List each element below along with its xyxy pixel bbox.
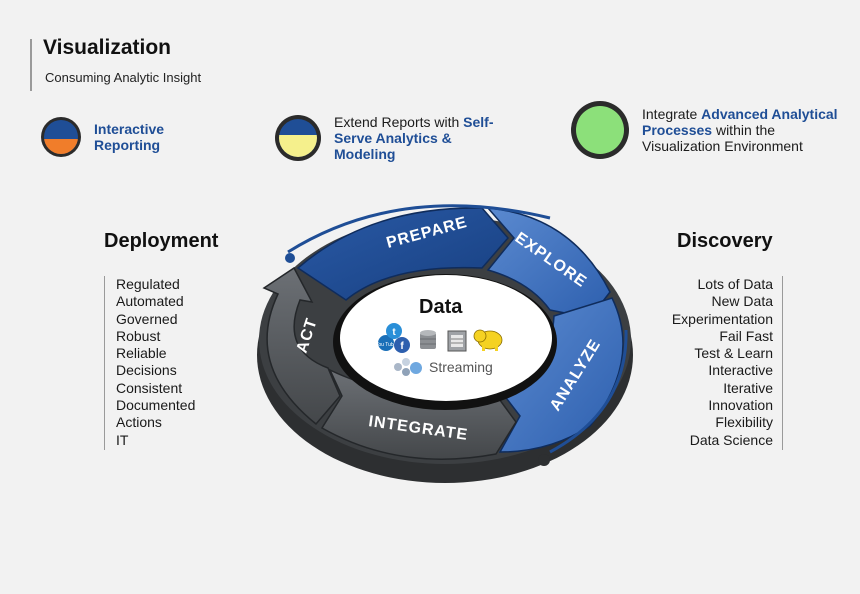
legend-item-advanced-analytics: Integrate Advanced Analytical Processes … [570,100,842,160]
list-item: Data Science [689,431,773,448]
youtube-icon [378,335,394,351]
database-icon [420,330,436,349]
social-media-icons: You Tube t f [376,323,410,353]
list-item: Innovation [708,397,773,414]
list-item: Decisions [116,362,177,379]
segment-act [262,266,341,426]
streaming-label: Streaming [429,359,493,375]
list-item: IT [116,431,129,448]
segment-prepare [296,207,509,301]
twitter-icon-label: t [392,327,396,338]
list-item: Documented [116,397,196,414]
legend-item-interactive-reporting: Interactive Reporting [40,116,204,158]
list-item: Experimentation [671,310,773,327]
segment-explore [486,207,611,319]
legend-label: Extend Reports with Self-Serve Analytics… [334,114,494,162]
analytics-cycle-diagram: PREPARE EXPLORE ANALYZE INTEGRATE ACT Yo… [257,204,633,483]
arrow-start-dot [285,253,295,263]
youtube-icon-label: You Tube [376,342,397,348]
legend-item-self-serve: Extend Reports with Self-Serve Analytics… [274,114,514,162]
deployment-list: Regulated Automated Governed Robust Reli… [104,276,195,450]
cycle-arrow-lines [287,204,628,454]
facebook-icon-label: f [400,341,404,352]
page-subtitle: Consuming Analytic Insight [45,70,202,85]
deployment-heading: Deployment [104,230,219,252]
half-yellow-circle-icon [275,115,321,161]
list-item: New Data [711,293,773,310]
arrow-end-dot [538,454,550,466]
legend-label: Interactive Reporting [94,121,165,153]
list-item: Lots of Data [697,276,774,292]
list-item: Regulated [116,276,180,292]
hadoop-elephant-icon [473,329,503,351]
list-item: Automated [116,293,184,310]
list-item: Test & Learn [694,345,773,362]
list-item: Interactive [708,362,773,379]
legend-label: Integrate Advanced Analytical Processes … [642,106,838,154]
list-item: Fail Fast [719,327,773,344]
list-item: Reliable [116,345,167,362]
twitter-icon [386,323,402,339]
data-hub [340,275,552,401]
streaming-icon [394,358,422,376]
green-circle-icon [571,101,629,159]
data-hub-title: Data [419,296,463,318]
list-item: Actions [116,414,162,431]
spreadsheet-icon [447,330,467,352]
list-item: Robust [116,327,161,344]
half-orange-circle-icon [41,117,81,157]
list-item: Flexibility [715,414,773,431]
discovery-heading: Discovery [677,230,773,252]
header-divider [30,39,32,91]
list-item: Governed [116,310,178,327]
list-item: Consistent [116,379,183,396]
list-item: Iterative [723,379,773,396]
discovery-list: Lots of Data New Data Experimentation Fa… [640,276,783,450]
facebook-icon [394,337,410,353]
page-title: Visualization [43,36,171,59]
